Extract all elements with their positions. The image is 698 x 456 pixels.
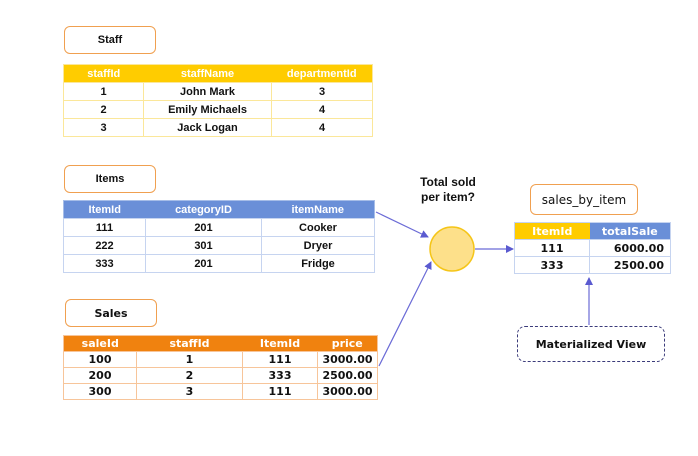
- sales-by-item-label-text: sales_by_item: [541, 192, 627, 207]
- process-circle-icon: [429, 226, 475, 272]
- table-header-row: staffId staffName departmentId: [63, 64, 373, 83]
- column-header: departmentId: [271, 64, 373, 83]
- table-cell: 111: [63, 218, 146, 237]
- table-cell: 3: [63, 118, 144, 137]
- column-header: staffName: [143, 64, 272, 83]
- sales-by-item-label: sales_by_item: [530, 184, 638, 215]
- column-header: saleId: [63, 335, 137, 352]
- table-header-row: ItemId categoryID itemName: [63, 200, 375, 219]
- materialized-view-box: Materialized View: [517, 326, 665, 362]
- column-header: price: [317, 335, 378, 352]
- table-cell: Fridge: [261, 254, 375, 273]
- question-line-1: Total sold: [420, 175, 476, 189]
- sales-label-text: Sales: [94, 306, 128, 320]
- items-label-text: Items: [95, 173, 125, 185]
- table-cell: 100: [63, 351, 137, 368]
- column-header: itemName: [261, 200, 375, 219]
- table-header-row: ItemId totalSale: [514, 222, 671, 240]
- column-header: staffId: [63, 64, 144, 83]
- column-header: ItemId: [242, 335, 318, 352]
- process-question: Total sold per item?: [403, 175, 493, 205]
- column-header: ItemId: [63, 200, 146, 219]
- table-cell: Cooker: [261, 218, 375, 237]
- table-cell: 201: [145, 254, 262, 273]
- table-cell: 201: [145, 218, 262, 237]
- staff-label-text: Staff: [97, 34, 123, 46]
- table-cell: 333: [63, 254, 146, 273]
- arrow-items-to-process: [375, 211, 429, 238]
- sales-table-label: Sales: [65, 299, 157, 327]
- column-header: ItemId: [514, 222, 590, 240]
- items-table-label: Items: [64, 165, 156, 193]
- column-header: categoryID: [145, 200, 262, 219]
- table-cell: 333: [514, 256, 590, 274]
- table-header-row: saleId staffId ItemId price: [63, 335, 378, 352]
- column-header: totalSale: [589, 222, 671, 240]
- arrow-sales-to-process: [378, 261, 432, 367]
- column-header: staffId: [136, 335, 243, 352]
- question-line-2: per item?: [420, 190, 475, 204]
- staff-table-label: Staff: [64, 26, 156, 54]
- materialized-view-label: Materialized View: [535, 337, 647, 351]
- table-cell: 4: [271, 118, 373, 137]
- table-cell: 300: [63, 383, 137, 400]
- table-cell: 111: [242, 383, 318, 400]
- table-cell: 3000.00: [317, 383, 378, 400]
- table-cell: Jack Logan: [143, 118, 272, 137]
- table-cell: 2500.00: [589, 256, 671, 274]
